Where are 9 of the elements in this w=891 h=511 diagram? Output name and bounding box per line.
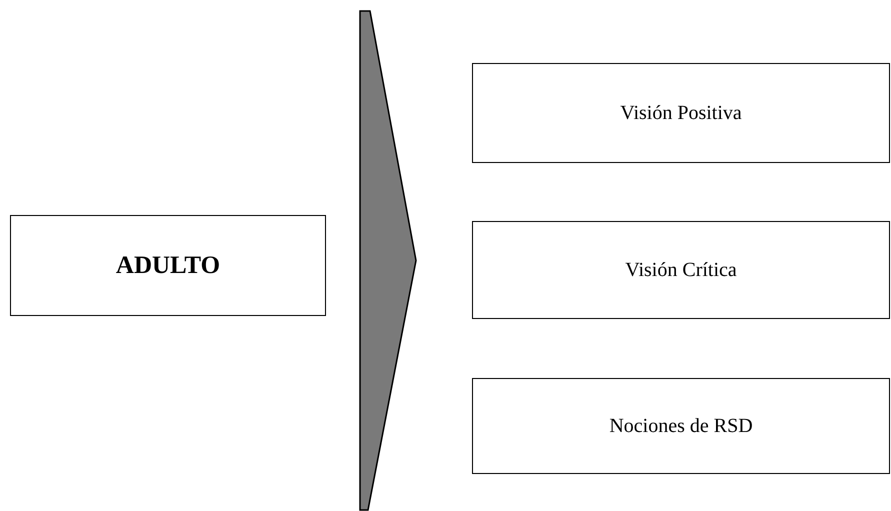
box-label: Visión Positiva <box>620 102 742 124</box>
chevron-arrow <box>358 10 418 511</box>
box-label: Nociones de RSD <box>609 414 753 438</box>
text-box <box>472 63 890 163</box>
text-box <box>472 221 890 319</box>
box-label: Visión Crítica <box>625 258 737 282</box>
text-box <box>472 378 890 474</box>
text-box <box>10 215 326 316</box>
box-label: ADULTO <box>116 252 220 280</box>
